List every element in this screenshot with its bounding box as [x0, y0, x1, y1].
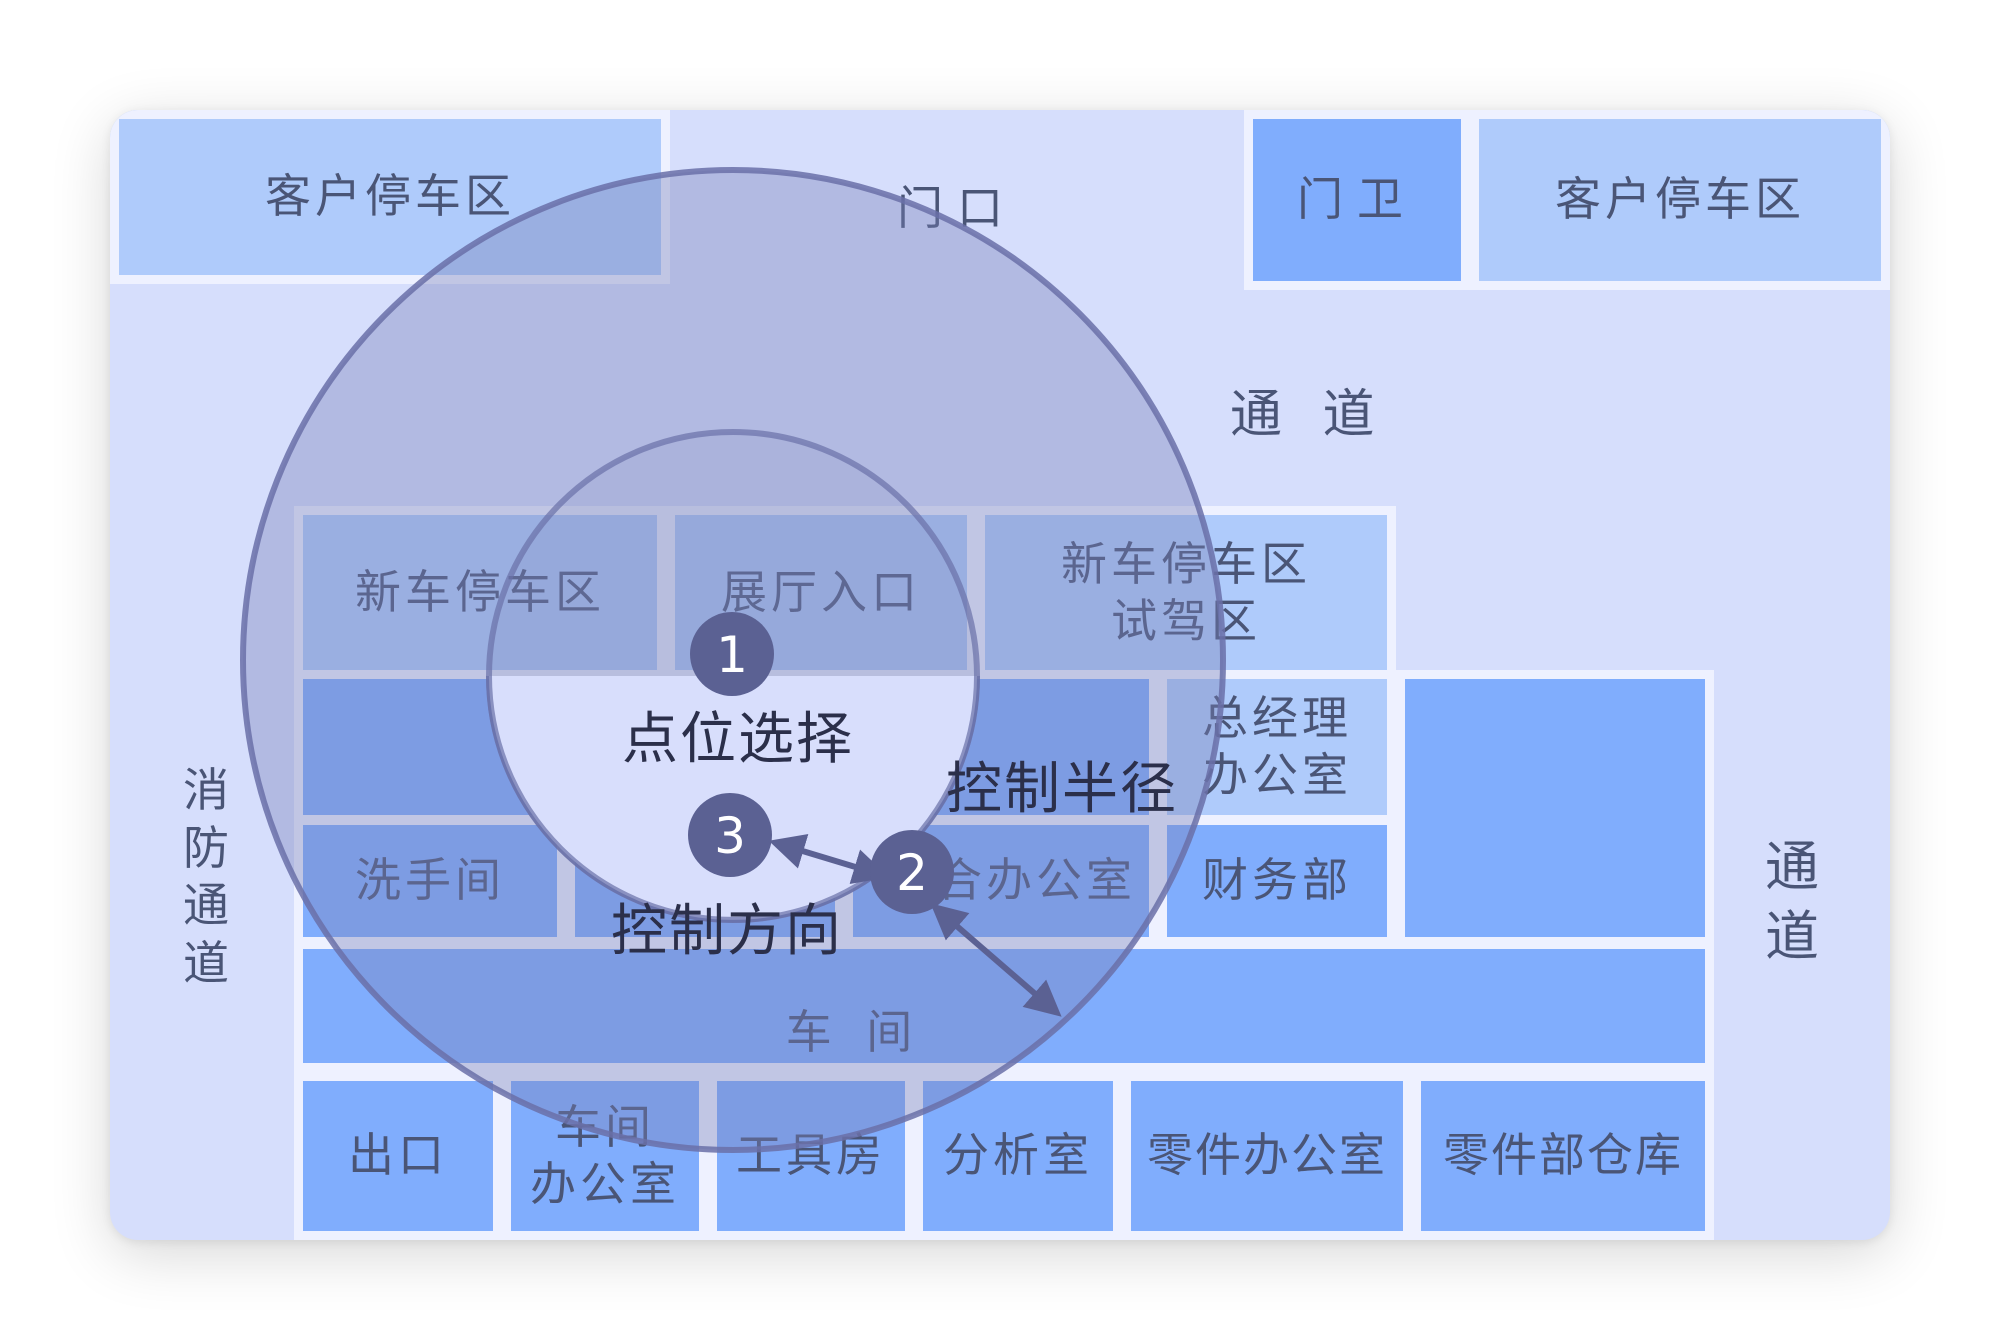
zone-label: 展厅入口: [721, 565, 921, 620]
point-select-arc: [486, 675, 980, 923]
floor-plan-card: 客户停车区 门口 门卫 客户停车区 新车停车区 展厅入口 新车停车区 试驾区 总…: [110, 110, 1890, 1240]
zone-parts-warehouse[interactable]: 零件部仓库: [1412, 1072, 1714, 1240]
zone-new-car-parking[interactable]: 新车停车区: [294, 506, 666, 680]
zone-label: 分析室: [943, 1128, 1093, 1183]
zone-restroom[interactable]: 洗手间: [294, 816, 566, 946]
zone-label: 客户停车区: [1555, 172, 1805, 227]
point-select-label: 点位选择: [622, 707, 854, 772]
badge-1[interactable]: 1: [690, 612, 774, 696]
zone-exit[interactable]: 出口: [294, 1072, 502, 1240]
zone-right-block[interactable]: [1396, 670, 1714, 946]
zone-tool-room[interactable]: 工具房: [708, 1072, 914, 1240]
badge-3[interactable]: 3: [688, 793, 772, 877]
zone-label: 零件办公室: [1147, 1128, 1387, 1183]
badge-3-number: 3: [714, 807, 746, 865]
zone-customer-parking-right[interactable]: 客户停车区: [1470, 110, 1890, 290]
zone-new-car-test-drive[interactable]: 新车停车区 试驾区: [976, 506, 1396, 680]
zone-guard[interactable]: 门卫: [1244, 110, 1470, 290]
zone-label: 出口: [348, 1128, 448, 1183]
zone-label: 车 间: [785, 1005, 923, 1060]
direction-arrow[interactable]: [768, 833, 890, 885]
radius-arrow[interactable]: [930, 903, 1062, 1017]
zone-label: 车间 办公室: [530, 1099, 680, 1212]
fire-passage-label: 消防通道: [183, 763, 229, 990]
passage-top-label: 通 道: [1230, 385, 1387, 445]
zone-label: 门卫: [1297, 172, 1417, 227]
control-radius-label: 控制半径: [946, 757, 1178, 822]
zone-label: 总经理 办公室: [1202, 690, 1352, 803]
zone-label: 零件部仓库: [1443, 1128, 1683, 1183]
control-direction-label: 控制方向: [611, 899, 843, 964]
badge-2[interactable]: 2: [870, 830, 954, 914]
zone-label: 洗手间: [355, 853, 505, 908]
badge-2-number: 2: [896, 844, 928, 902]
zone-label: 财务部: [1202, 853, 1352, 908]
zone-gate[interactable]: 门口: [670, 110, 1244, 284]
zone-label: 客户停车区: [265, 169, 515, 224]
zone-parts-office[interactable]: 零件办公室: [1122, 1072, 1412, 1240]
zone-label: 门口: [897, 181, 1017, 236]
zone-label: 新车停车区 试驾区: [1061, 536, 1311, 649]
zone-label: 新车停车区: [355, 565, 605, 620]
zone-workshop-office[interactable]: 车间 办公室: [502, 1072, 708, 1240]
zone-label: 工具房: [736, 1128, 886, 1183]
badge-1-number: 1: [716, 626, 748, 684]
passage-right-label: 通道: [1765, 835, 1819, 969]
